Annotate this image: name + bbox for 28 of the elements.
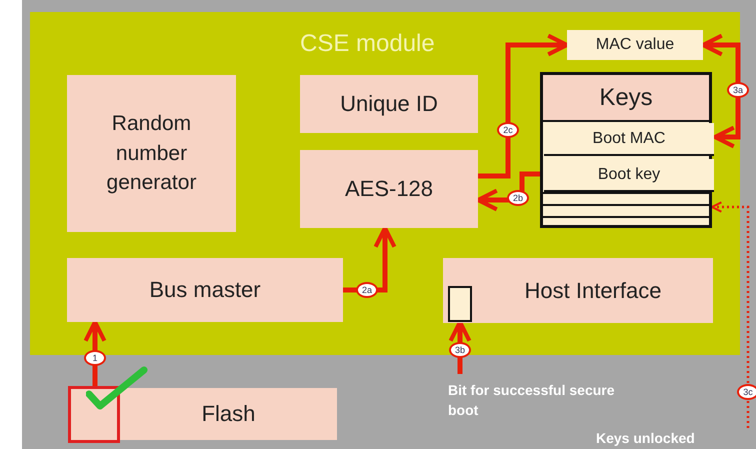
table-row [544,123,714,156]
component-box [300,150,478,228]
component-box [67,75,236,232]
component-label: Boot MAC [592,130,666,148]
value-box [567,30,703,60]
component-label: MAC value [596,36,674,54]
arrow [343,226,396,292]
table-row [544,159,714,192]
arrow [710,201,750,428]
note-label: Keys unlocked [596,430,695,446]
arrow [478,34,570,178]
table-header: Keys [543,75,709,122]
component-label: Unique ID [340,91,438,117]
component-label: AES-128 [344,176,434,202]
component-label: Host Interface [524,278,662,304]
component-label: Flash [202,401,256,427]
component-box [67,258,343,322]
note-label: Bit for successful secure boot [448,381,616,420]
memory-block [68,386,120,443]
component-label: Bus master [149,277,261,303]
key-table [540,72,712,228]
component-box [120,388,337,440]
component-label: Random number generator [106,111,198,196]
status-bit-box [448,286,472,322]
component-box [443,258,713,323]
module-title: CSE module [300,30,435,58]
component-label: Boot key [598,166,660,184]
component-box [300,75,478,133]
